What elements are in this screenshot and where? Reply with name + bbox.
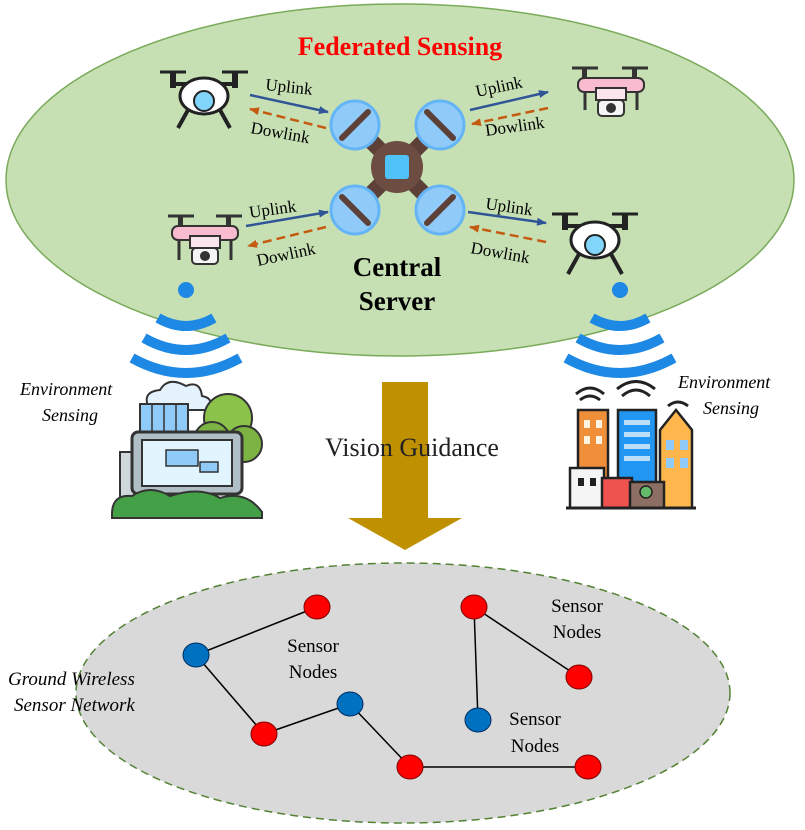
sensor-label-line1: Sensor xyxy=(551,596,603,617)
central-server-icon xyxy=(329,99,466,236)
central-server-line1: Central xyxy=(353,252,442,282)
sensor-node-red xyxy=(565,664,593,690)
sensor-node-red xyxy=(460,594,488,620)
sensor-node-red xyxy=(303,594,331,620)
env-left-line1: Environment xyxy=(19,379,113,399)
drone-top-right-icon xyxy=(572,66,648,117)
sensor-node-red xyxy=(250,721,278,747)
env-left-line2: Sensing xyxy=(42,405,98,425)
env-right-line2: Sensing xyxy=(703,398,759,418)
wifi-right-icon xyxy=(563,282,677,378)
sensor-label-line2: Nodes xyxy=(289,662,338,683)
drone-top-left-icon xyxy=(160,70,248,129)
network-edges xyxy=(195,606,588,768)
sensor-node-red xyxy=(396,754,424,780)
ground-label-line2: Sensor Network xyxy=(14,695,135,716)
sensor-label-line2: Nodes xyxy=(511,736,560,757)
sensor-node-blue xyxy=(464,707,492,733)
park-environment-icon xyxy=(111,380,263,519)
env-right-line1: Environment xyxy=(677,372,771,392)
ground-network-region xyxy=(75,562,731,824)
sensor-label-line2: Nodes xyxy=(553,622,602,643)
vision-guidance-arrow xyxy=(348,382,462,550)
drone-bottom-right-icon xyxy=(552,212,638,275)
sensor-node-red xyxy=(574,754,602,780)
ground-label-line1: Ground Wireless xyxy=(8,669,135,690)
sensor-nodes xyxy=(182,594,602,780)
sensor-node-blue xyxy=(336,691,364,717)
smart-city-icon xyxy=(566,380,696,510)
central-server-line2: Server xyxy=(359,286,435,316)
sensor-node-blue xyxy=(182,642,210,668)
uplink-label: Uplink xyxy=(265,75,314,99)
vision-guidance-label: Vision Guidance xyxy=(325,433,499,462)
drone-bottom-left-icon xyxy=(168,214,242,265)
federated-title: Federated Sensing xyxy=(298,32,502,61)
wifi-left-icon xyxy=(129,282,243,378)
sensor-label-line1: Sensor xyxy=(509,709,561,730)
sensor-label-line1: Sensor xyxy=(287,636,339,657)
